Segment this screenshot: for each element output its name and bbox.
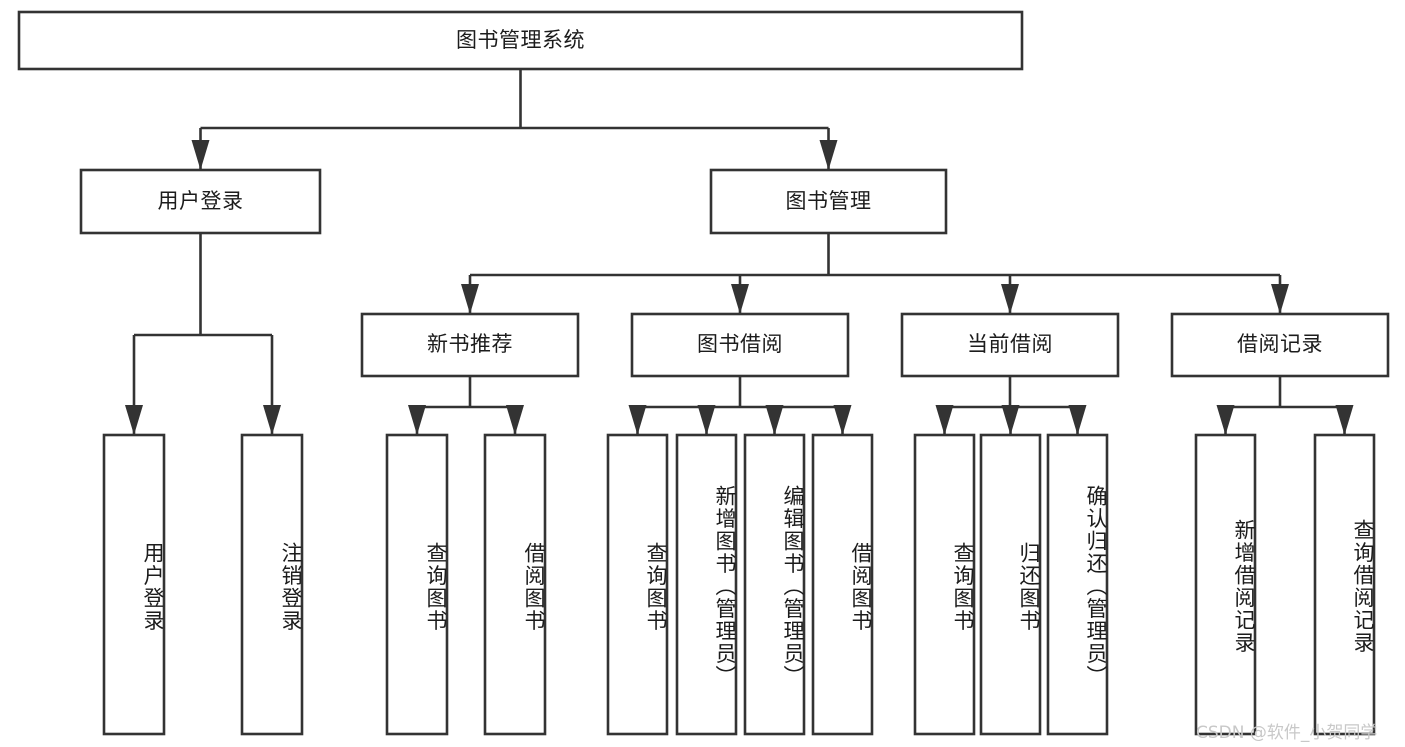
arrow-head-icon — [935, 405, 954, 435]
arrow-head-icon — [1271, 284, 1289, 314]
node-leaf — [979, 433, 1042, 736]
node-leaf — [1194, 433, 1257, 736]
arrow-head-icon — [697, 405, 716, 435]
node-leaf — [240, 433, 304, 736]
arrow-head-icon — [1335, 405, 1354, 435]
node-leaf — [1313, 433, 1376, 736]
node-level3 — [1170, 312, 1390, 378]
arrow-head-icon — [833, 405, 852, 435]
connector-lines — [125, 69, 1354, 435]
node-leaf — [811, 433, 874, 736]
arrow-head-icon — [191, 140, 210, 170]
arrow-head-icon — [765, 405, 784, 435]
arrow-head-icon — [263, 405, 281, 435]
arrow-head-icon — [628, 405, 647, 435]
node-leaf — [385, 433, 449, 736]
arrow-head-icon — [461, 284, 479, 314]
arrow-head-icon — [408, 405, 426, 435]
node-leaf — [675, 433, 738, 736]
node-rectangles — [17, 10, 1390, 736]
arrow-head-icon — [1068, 405, 1087, 435]
arrow-head-icon — [1001, 405, 1020, 435]
arrow-head-icon — [1216, 405, 1235, 435]
node-level3 — [360, 312, 580, 378]
node-leaf — [102, 433, 166, 736]
node-leaf — [1046, 433, 1109, 736]
node-leaf — [743, 433, 806, 736]
node-level3 — [630, 312, 850, 378]
node-leaf — [606, 433, 669, 736]
node-root — [17, 10, 1024, 71]
node-level2 — [79, 168, 322, 235]
node-leaf — [483, 433, 547, 736]
arrow-head-icon — [731, 284, 749, 314]
arrow-head-icon — [1001, 284, 1019, 314]
node-leaf — [913, 433, 976, 736]
node-level3 — [900, 312, 1120, 378]
node-level2 — [709, 168, 948, 235]
arrow-head-icon — [506, 405, 524, 435]
arrow-head-icon — [819, 140, 838, 170]
arrow-head-icon — [125, 405, 143, 435]
